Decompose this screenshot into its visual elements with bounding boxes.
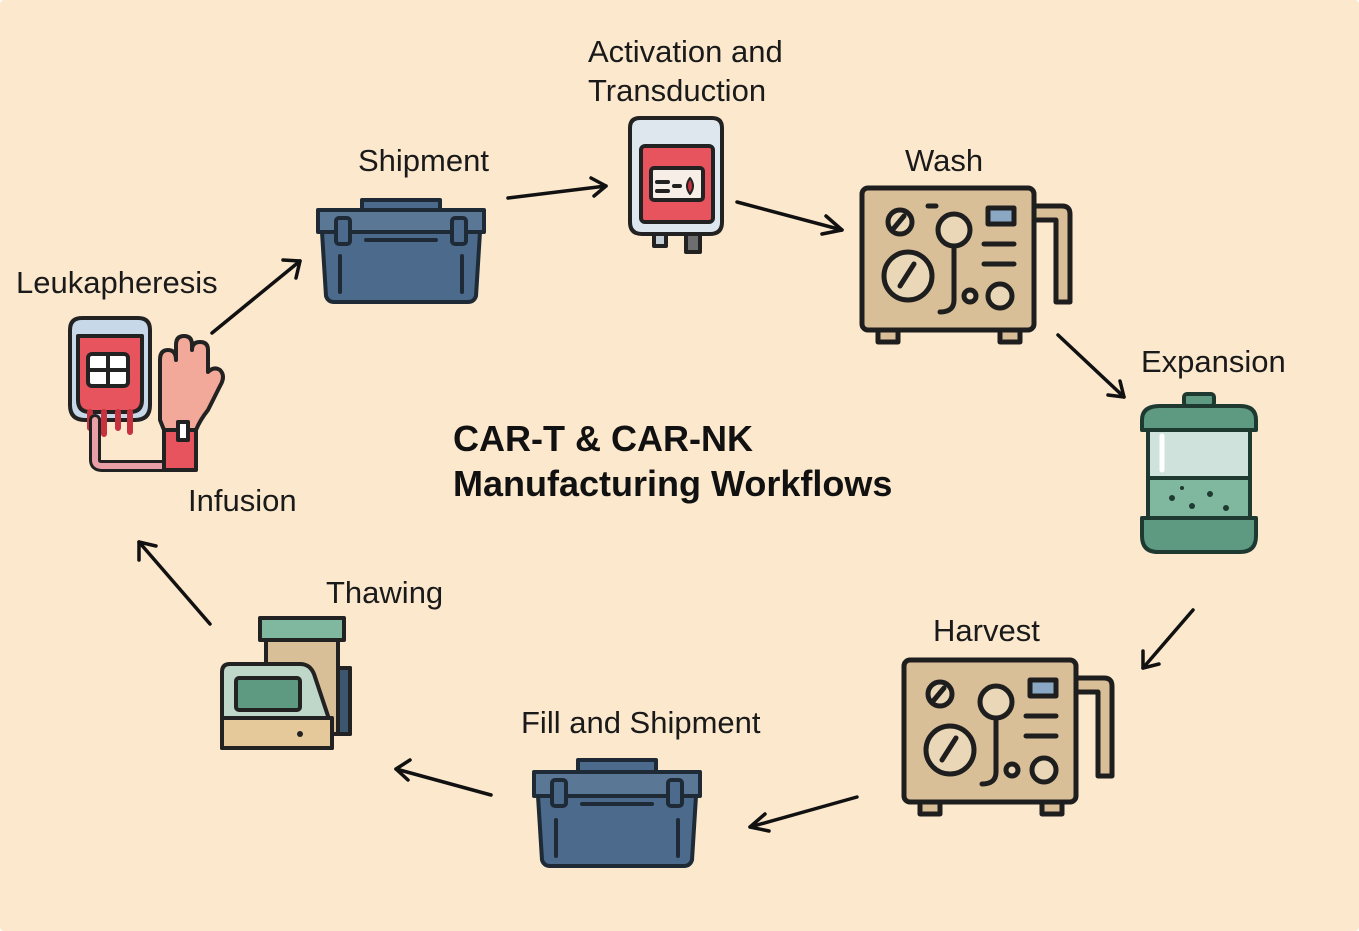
arrow-thawing-to-infusion — [137, 540, 212, 626]
arrow-wash-to-expansion — [1056, 333, 1126, 399]
cooler-box-icon — [316, 198, 486, 304]
label-thawing: Thawing — [326, 575, 444, 610]
title-line-2: Manufacturing Workflows — [453, 463, 893, 504]
label-activation-line2: Transduction — [588, 73, 767, 108]
arrow-fill-to-thawing — [394, 758, 493, 797]
arrow-activation-to-wash — [735, 200, 844, 236]
iv-bag-icon — [628, 116, 724, 254]
bioreactor-icon — [1140, 392, 1258, 554]
label-fill-and-shipment: Fill and Shipment — [521, 705, 761, 740]
processing-machine-icon — [901, 657, 1115, 817]
flow-arrows — [137, 176, 1195, 833]
arrow-expansion-to-harvest — [1141, 608, 1195, 670]
label-leukapheresis: Leukapheresis — [16, 265, 218, 300]
label-harvest: Harvest — [933, 613, 1040, 648]
blood-bag-hand-icon — [68, 316, 225, 472]
arrow-leukapheresis-to-shipment — [210, 258, 302, 335]
thawing-device-icon — [220, 616, 352, 750]
label-expansion: Expansion — [1141, 344, 1286, 379]
label-infusion: Infusion — [188, 483, 297, 518]
label-shipment: Shipment — [358, 143, 489, 178]
title-line-1: CAR-T & CAR-NK — [453, 418, 753, 459]
cooler-box-icon — [532, 758, 702, 868]
arrow-harvest-to-fill — [748, 795, 859, 833]
diagram-title: CAR-T & CAR-NK Manufacturing Workflows — [453, 416, 892, 506]
label-wash: Wash — [905, 143, 984, 178]
arrow-shipment-to-activation — [506, 176, 608, 200]
label-activation-line1: Activation and — [588, 34, 783, 69]
processing-machine-icon — [859, 185, 1073, 345]
